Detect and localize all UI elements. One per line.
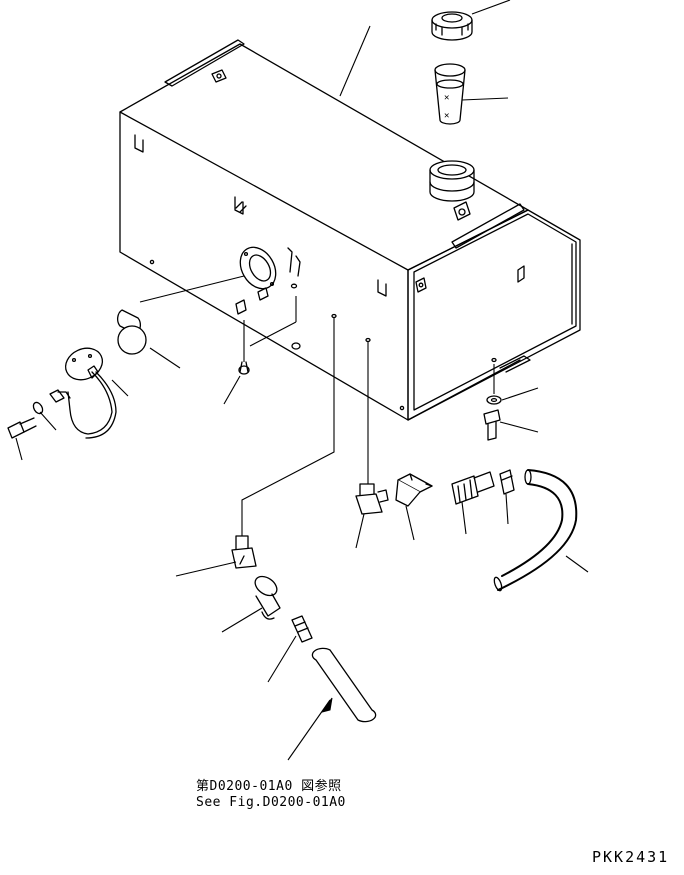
svg-text:✕: ✕ xyxy=(444,93,449,103)
filler-neck xyxy=(429,160,475,202)
bolt xyxy=(7,417,37,439)
mount-bolt xyxy=(483,409,501,441)
nipple xyxy=(451,471,495,505)
sender-unit xyxy=(65,347,117,439)
clip-front xyxy=(238,361,250,375)
drain-valve xyxy=(254,575,281,620)
clip xyxy=(49,389,71,403)
sender-port xyxy=(235,246,301,350)
strainer: ✕ ✕ xyxy=(434,63,466,125)
washer xyxy=(32,401,44,415)
drain-hose xyxy=(311,647,377,723)
elbow-fitting xyxy=(355,483,389,515)
filler-cap xyxy=(431,11,473,41)
fuel-tank xyxy=(119,39,581,421)
mount-washer xyxy=(486,395,502,405)
reference-en: See Fig.D0200-01A0 xyxy=(196,795,346,810)
drain-connector xyxy=(291,615,313,643)
drawing-code: PKK2431 xyxy=(592,848,669,866)
gauge-cover xyxy=(117,309,147,355)
svg-text:✕: ✕ xyxy=(444,111,449,121)
reference-jp: 第D0200-01A0 図参照 xyxy=(196,778,342,794)
drain-elbow xyxy=(231,535,257,569)
hose-clamp xyxy=(499,469,515,495)
hose xyxy=(493,469,578,592)
hose-elbow xyxy=(395,473,433,507)
